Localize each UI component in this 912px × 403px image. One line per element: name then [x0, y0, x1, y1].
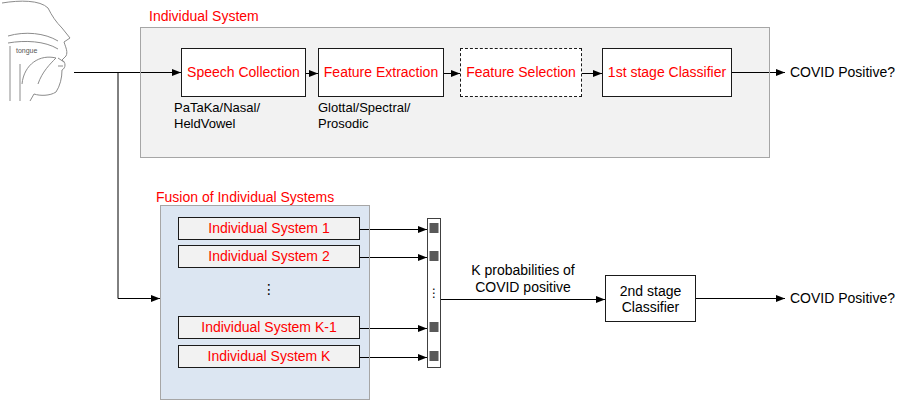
connector-arrow	[360, 357, 427, 358]
anatomy-label-box: tongue	[16, 47, 37, 54]
head-illustration	[2, 1, 70, 101]
box-label: Feature Selection	[463, 64, 579, 81]
connector-arrow	[360, 328, 427, 329]
edge-label-box: K probabilities of COVID positive	[458, 262, 588, 296]
feature-label: Glottal/Spectral/ Prosodic	[318, 100, 436, 132]
box-label: 1st stage Classifier	[605, 64, 729, 81]
connector-arrow	[582, 73, 602, 74]
box-label: Individual System 1	[205, 220, 332, 237]
branch-arrow	[118, 73, 160, 299]
vector-cell	[430, 223, 439, 233]
system-box: Individual System 2	[178, 245, 360, 268]
box-label: Individual System 2	[205, 248, 332, 265]
system-box: Individual System K-1	[178, 316, 360, 339]
vector-cells	[427, 218, 441, 368]
connector-arrow	[441, 299, 605, 300]
connector-arrow	[360, 229, 427, 230]
task-label-box: PaTaKa/Nasal/ HeldVowel	[174, 100, 274, 132]
system-box: Individual System K	[178, 345, 360, 368]
tongue-shape	[22, 57, 56, 84]
box-label: 2nd stage Classifier	[606, 283, 695, 315]
lips	[58, 58, 64, 66]
panel-ground	[140, 27, 770, 158]
output-label: COVID Positive?	[790, 290, 895, 307]
input-arrow	[74, 72, 181, 73]
box-label: Individual System K-1	[198, 319, 339, 336]
connector-arrow	[444, 73, 460, 74]
nasal-cavity	[8, 33, 58, 41]
classifier-box: 2nd stage Classifier	[605, 275, 696, 322]
head-outline	[2, 1, 70, 101]
anatomy-label: tongue	[16, 47, 37, 54]
ellipsis-label-box: ⋮	[259, 281, 279, 298]
classifier-box: 1st stage Classifier	[602, 48, 732, 97]
ellipsis-mark: ⋮	[428, 287, 440, 299]
box-label: Individual System K	[205, 348, 334, 365]
ellipsis-label: ⋮	[259, 281, 279, 298]
optional-process-box: Feature Selection	[460, 48, 582, 97]
box-label: Speech Collection	[184, 64, 303, 81]
box-label: Feature Extraction	[321, 64, 441, 81]
output-label-box: COVID Positive?	[790, 290, 895, 307]
system-panel: Individual SystemSpeech CollectionFeatur…	[140, 27, 770, 158]
edge-label: K probabilities of COVID positive	[458, 262, 588, 296]
connector-arrow	[360, 257, 427, 258]
fusion-panel: Fusion of Individual SystemsIndividual S…	[160, 205, 370, 400]
output-arrow	[692, 298, 785, 299]
vector-cell	[430, 351, 439, 361]
throat	[10, 46, 20, 101]
connector-arrow	[306, 73, 318, 74]
output-label: COVID Positive?	[790, 64, 895, 81]
process-box: Speech Collection	[181, 48, 306, 97]
vector-ground	[427, 218, 441, 368]
output-label-box: COVID Positive?	[790, 64, 895, 81]
vector-cell	[430, 322, 439, 332]
probability-vector: ⋮	[427, 218, 441, 368]
process-box: Feature Extraction	[318, 48, 444, 97]
vector-cell	[430, 251, 439, 261]
system-box: Individual System 1	[178, 217, 360, 240]
feature-label-box: Glottal/Spectral/ Prosodic	[318, 100, 436, 132]
panel-ground	[160, 205, 370, 400]
panel-heading: Individual System	[149, 8, 259, 25]
panel-heading: Fusion of Individual Systems	[156, 189, 334, 206]
task-label: PaTaKa/Nasal/ HeldVowel	[174, 100, 274, 132]
